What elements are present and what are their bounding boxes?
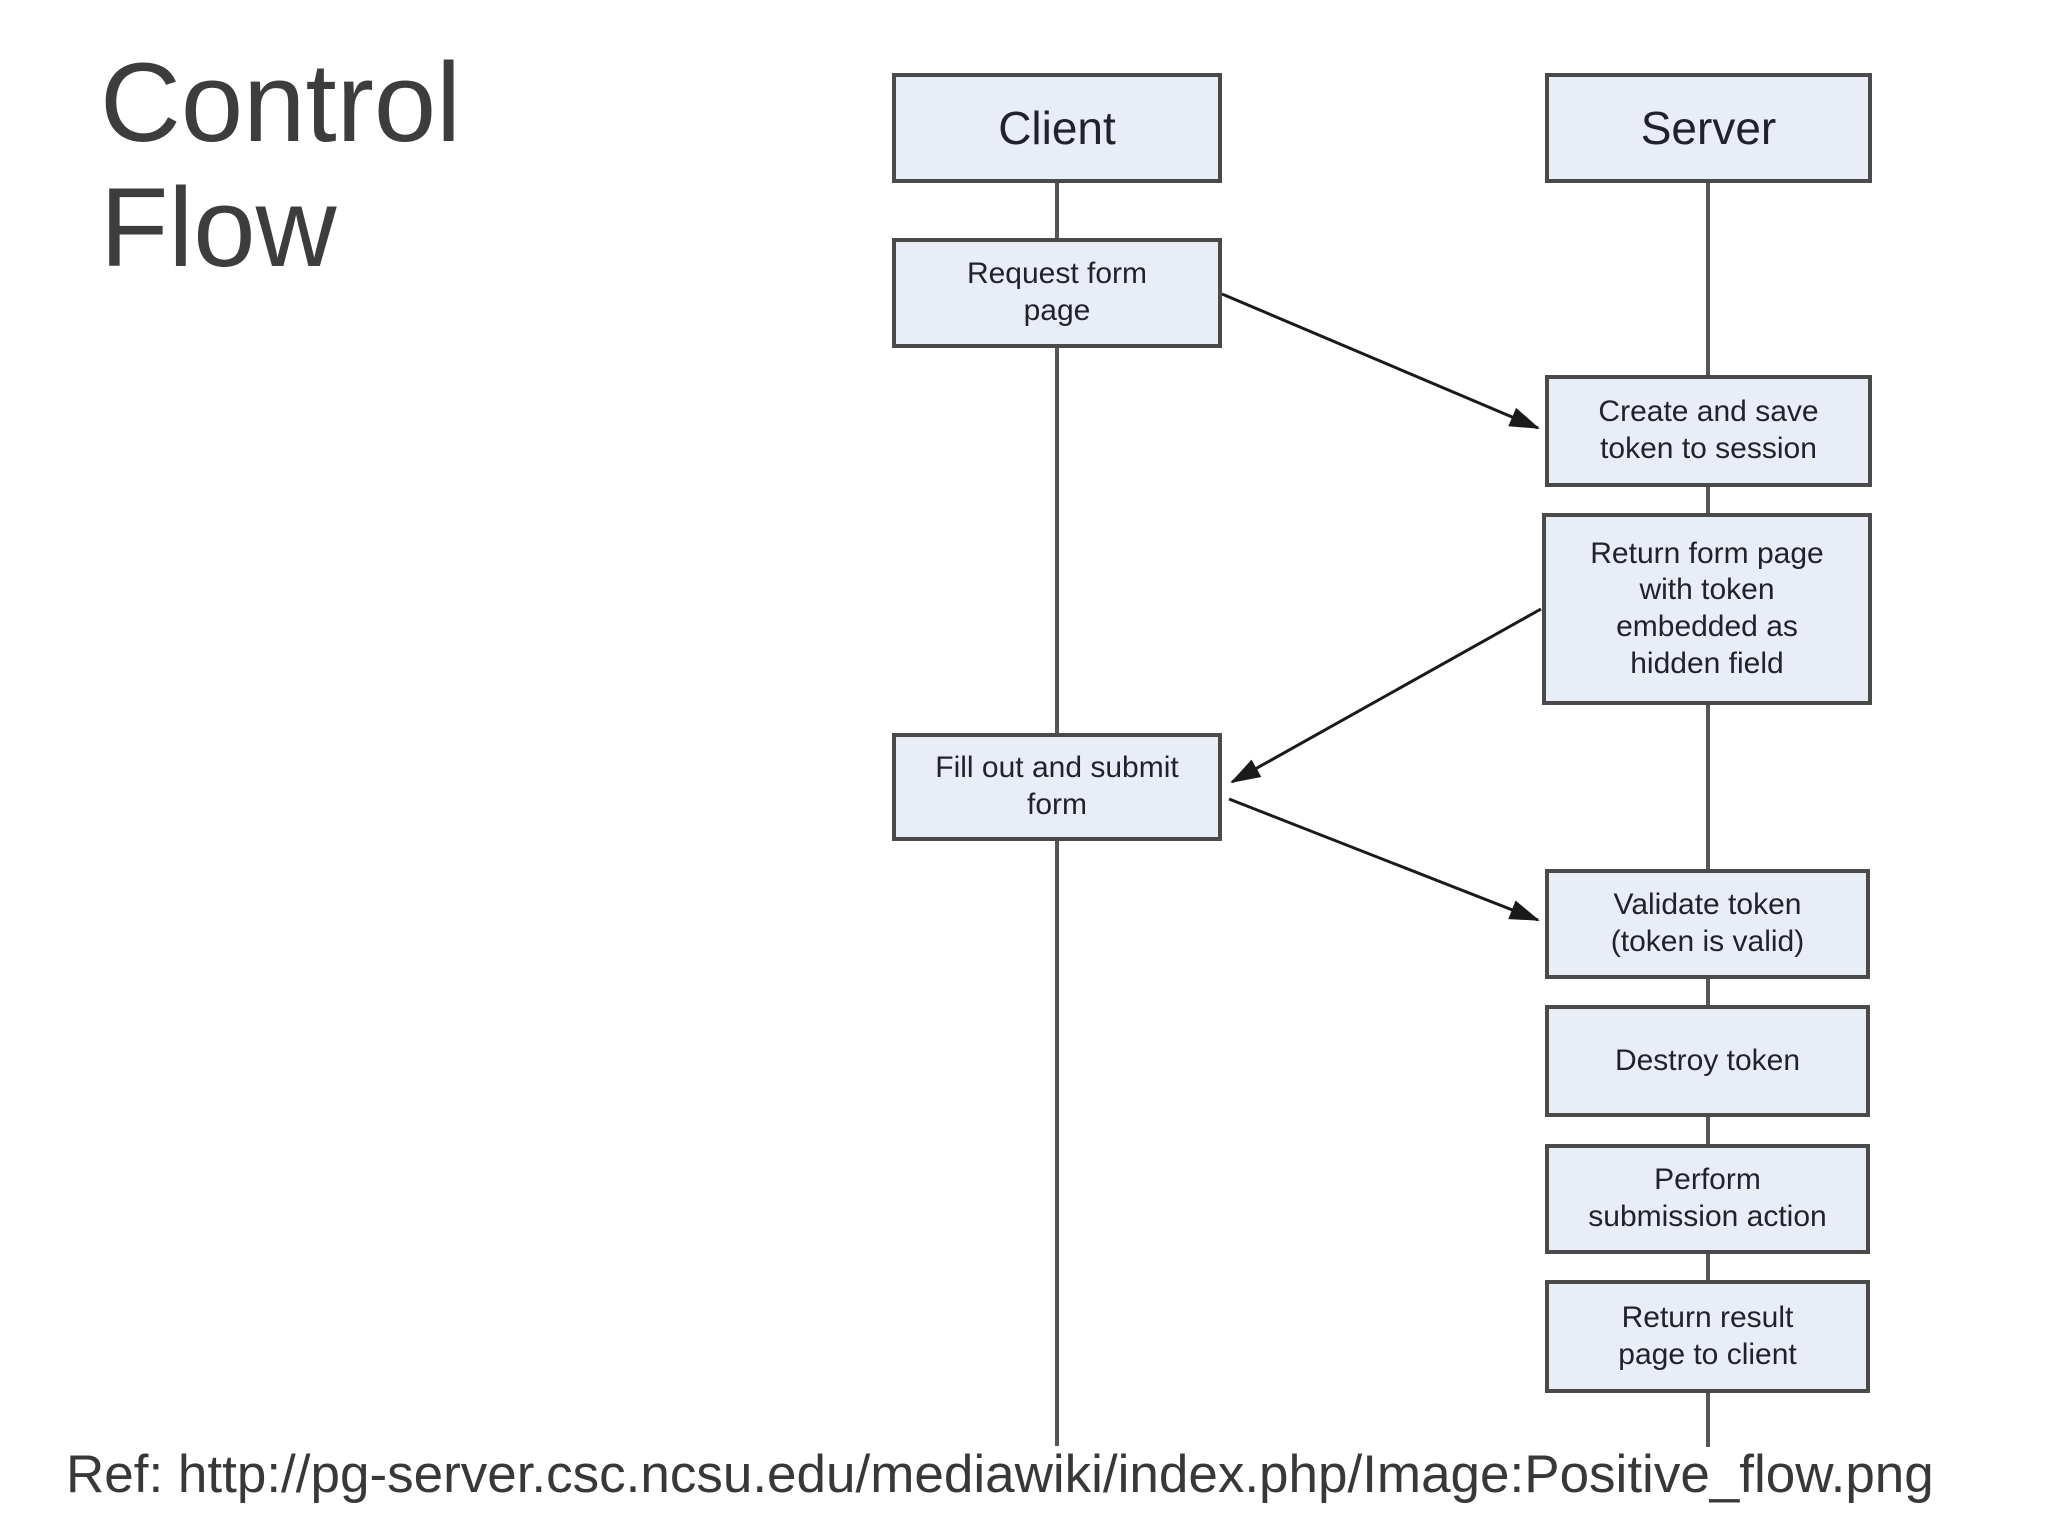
node-create-save-token-label: Create and save token to session xyxy=(1598,395,1819,465)
arrow-return-form-to-fill-out xyxy=(1230,607,1542,784)
node-validate-token: Validate token (token is valid) xyxy=(1545,869,1870,979)
node-client-actor: Client xyxy=(892,73,1222,183)
page-title: Control Flow xyxy=(100,40,462,291)
node-perform-submission-action-label: Perform submission action xyxy=(1588,1163,1827,1233)
node-validate-token-label: Validate token (token is valid) xyxy=(1610,888,1805,958)
reference-url-text: Ref: http://pg-server.csc.ncsu.edu/media… xyxy=(66,1445,1934,1504)
node-return-result-page: Return result page to client xyxy=(1545,1280,1870,1393)
node-return-result-page-label: Return result page to client xyxy=(1618,1300,1797,1371)
node-fill-out-submit-form: Fill out and submit form xyxy=(892,733,1222,841)
arrow-request-to-create-token xyxy=(1221,292,1540,430)
node-destroy-token: Destroy token xyxy=(1545,1005,1870,1117)
node-client-label: Client xyxy=(998,101,1116,154)
node-request-form-page: Request form page xyxy=(892,238,1222,348)
node-server-label: Server xyxy=(1640,101,1777,154)
node-return-form-page-label: Return form page with token embedded as … xyxy=(1590,536,1824,680)
node-return-form-page: Return form page with token embedded as … xyxy=(1542,513,1872,705)
node-create-save-token: Create and save token to session xyxy=(1545,375,1872,487)
node-server-actor: Server xyxy=(1545,73,1872,183)
node-fill-out-submit-form-label: Fill out and submit form xyxy=(935,751,1179,821)
node-request-form-page-label: Request form page xyxy=(966,257,1148,327)
arrow-fill-out-to-validate xyxy=(1228,797,1540,922)
node-perform-submission-action: Perform submission action xyxy=(1545,1144,1870,1254)
node-destroy-token-label: Destroy token xyxy=(1614,1043,1801,1077)
